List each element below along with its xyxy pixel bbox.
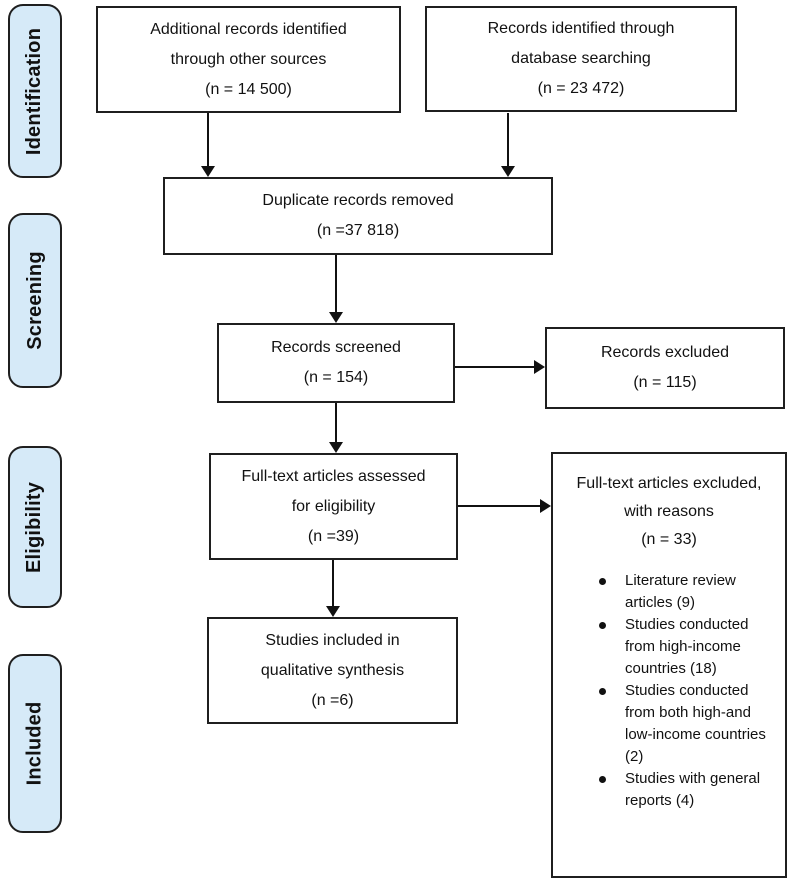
box-text-line: Studies included in [265,631,400,649]
box-text-line: Full-text articles excluded, [576,475,762,492]
box-duplicates-removed: Duplicate records removed (n =37 818) [163,177,553,255]
box-text-line: qualitative synthesis [260,661,405,679]
box-text-line: with reasons [624,503,714,520]
arrow-screened-to-excluded [455,360,545,374]
arrow-screened-to-fulltext [329,403,343,453]
box-records-screened: Records screened (n = 154) [217,323,455,403]
exclusion-reason-item: Studies with general reports (4) [597,768,779,812]
exclusion-reason-item: Studies conducted from both high-and low… [597,680,779,768]
box-count: (n = 115) [633,374,697,391]
arrow-database-to-duplicates [501,113,515,177]
box-fulltext-excluded: Full-text articles excluded, with reason… [551,452,787,878]
stage-label-screening: Screening [8,213,62,388]
box-count: (n = 154) [303,369,369,386]
box-fulltext-assessed: Full-text articles assessed for eligibil… [209,453,458,560]
box-count: (n =39) [307,527,360,545]
stage-label: Screening [23,251,46,350]
exclusion-reason-list: Literature review articles (9) Studies c… [553,570,785,812]
box-text-line: Full-text articles assessed [241,467,426,485]
arrow-additional-to-duplicates [201,113,215,177]
stage-label-included: Included [8,654,62,833]
box-count: (n = 23 472) [537,80,625,97]
stage-label: Eligibility [23,481,46,573]
box-text-line: for eligibility [291,497,376,515]
box-text-line: Additional records identified [150,20,347,38]
arrow-fulltext-to-excluded-reasons [458,499,551,513]
box-count: (n = 33) [641,531,697,548]
exclusion-reason-item: Literature review articles (9) [597,570,779,614]
stage-label-eligibility: Eligibility [8,446,62,608]
box-text-line: Duplicate records removed [262,192,454,209]
box-text-line: Records excluded [600,344,730,361]
box-text-line: database searching [511,50,651,67]
box-database-records: Records identified through database sear… [425,6,737,112]
box-count: (n =37 818) [316,222,400,239]
box-count: (n =6) [311,691,354,709]
box-text-line: through other sources [170,50,327,68]
arrow-fulltext-to-included [326,560,340,617]
box-count: (n = 14 500) [205,80,292,98]
arrow-duplicates-to-screened [329,255,343,323]
stage-label: Included [23,701,46,786]
stage-label-identification: Identification [8,4,62,178]
box-text-line: Records screened [271,339,401,356]
box-records-excluded: Records excluded (n = 115) [545,327,785,409]
box-additional-records: Additional records identified through ot… [96,6,401,113]
exclusion-reason-item: Studies conducted from high-income count… [597,614,779,680]
stage-label: Identification [23,27,46,155]
box-text-line: Records identified through [487,20,675,37]
box-studies-included: Studies included in qualitative synthesi… [207,617,458,724]
